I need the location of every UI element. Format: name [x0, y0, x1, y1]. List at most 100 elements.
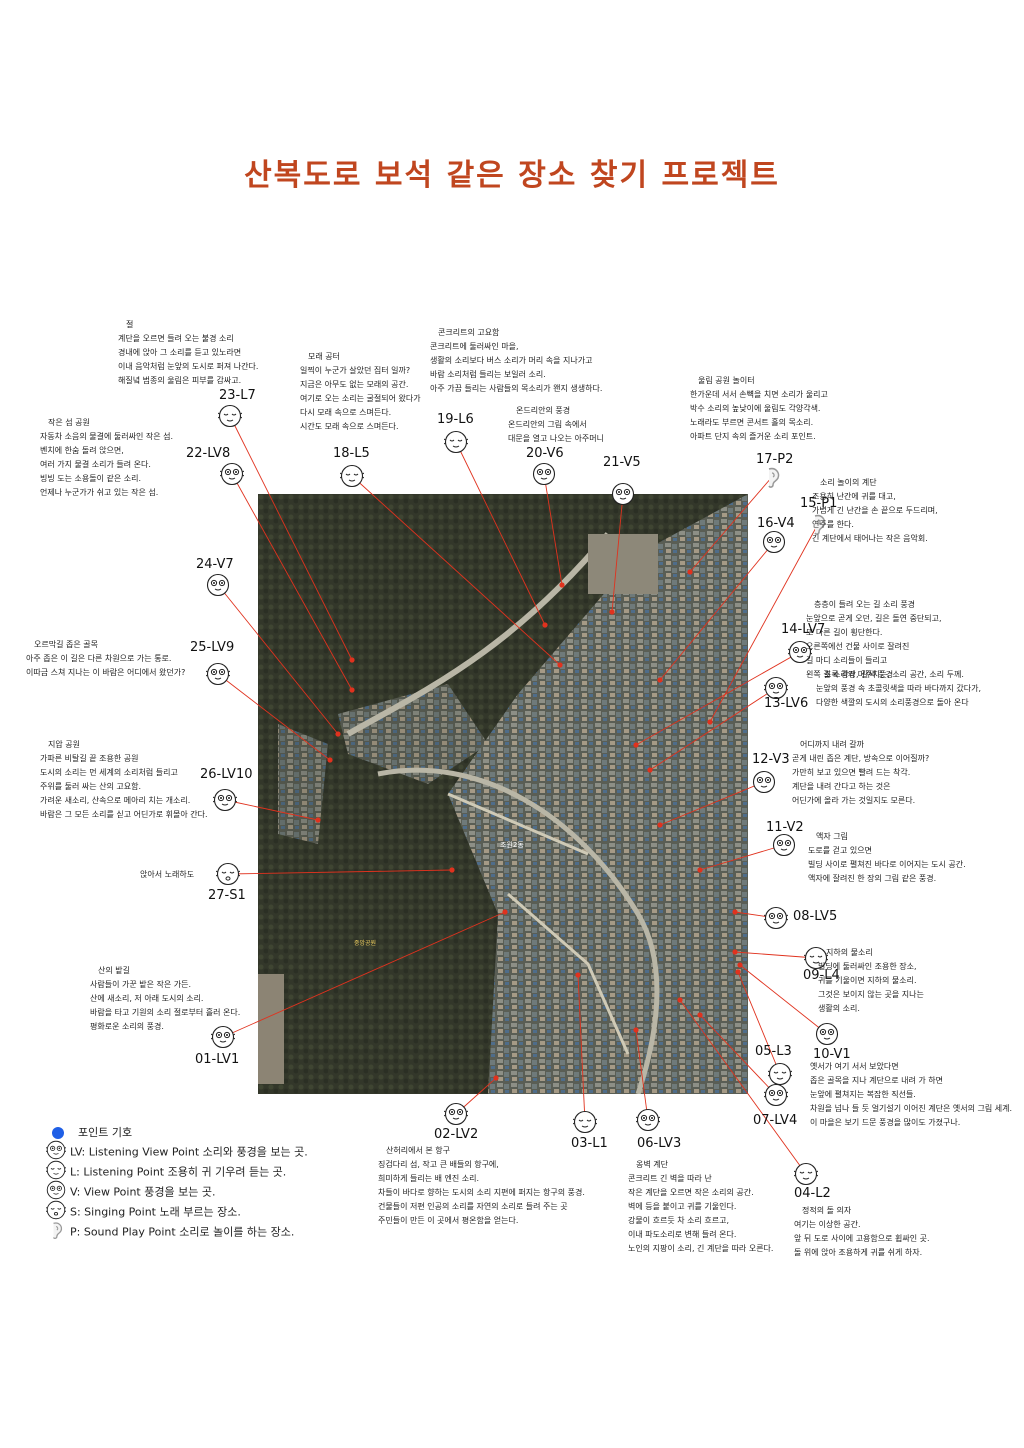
map-marker[interactable] [657, 677, 663, 683]
map-marker[interactable] [647, 767, 653, 773]
aerial-map[interactable]: 조원2동 중앙공원 [258, 494, 748, 1094]
map-marker[interactable] [542, 622, 548, 628]
listening-face-icon[interactable] [572, 1110, 598, 1134]
road [447, 792, 589, 856]
description-line: 바람을 타고 기원의 소리 절로부터 흘러 온다. [90, 1008, 241, 1017]
listening-view-face-icon[interactable] [212, 788, 238, 812]
leader-line [699, 1014, 777, 1096]
description-line: 조용히 난간에 귀를 대고, [812, 492, 896, 501]
point-label: 16-V4 [757, 516, 795, 531]
listening-view-face-icon[interactable] [443, 1102, 469, 1126]
description-line: 벤치에 한숨 돌려 앉으면, [40, 446, 124, 455]
listening-view-face-icon[interactable] [210, 1025, 236, 1049]
description-line: 콘크리트 긴 벽을 따라 난 [628, 1174, 712, 1183]
listening-view-face-icon[interactable] [219, 462, 245, 486]
map-marker[interactable] [677, 997, 683, 1003]
description-title: 모래 공터 [308, 352, 340, 361]
map-marker[interactable] [732, 909, 738, 915]
listening-face-icon[interactable] [793, 1162, 819, 1186]
listening-view-face-icon[interactable] [205, 662, 231, 686]
view-face-icon[interactable] [752, 770, 776, 794]
description-title: 절 [126, 320, 134, 329]
description-line: 계단을 내려 간다고 하는 것은 [792, 782, 891, 791]
description-line: 이내 음악처럼 눈앞의 도시로 퍼져 나간다. [118, 362, 259, 371]
map-marker[interactable] [732, 949, 738, 955]
description-line: 그것은 보이지 않는 곳을 지나는 [818, 990, 924, 999]
map-marker[interactable] [449, 867, 455, 873]
view-face-icon[interactable] [206, 573, 230, 597]
listening-view-face-icon[interactable] [763, 676, 789, 700]
leader-line [737, 971, 781, 1075]
map-marker[interactable] [315, 817, 321, 823]
map-marker[interactable] [502, 909, 508, 915]
leader-line [227, 869, 453, 875]
view-face-icon[interactable] [815, 1022, 839, 1046]
view-face-icon[interactable] [532, 462, 556, 486]
description-title: 산의 밭길 [98, 966, 130, 975]
ear-icon[interactable] [760, 465, 784, 489]
view-face-icon[interactable] [772, 833, 796, 857]
listening-face-icon[interactable] [443, 430, 469, 454]
point-label: 25-LV9 [190, 640, 235, 655]
description-line: 바람은 그 모든 소리를 싣고 어딘가로 휘몰아 간다. [40, 810, 208, 819]
leader-line [635, 651, 801, 746]
view-face-icon[interactable] [611, 482, 635, 506]
map-marker[interactable] [657, 822, 663, 828]
map-marker[interactable] [633, 742, 639, 748]
description-line: 생활의 소리보다 버스 소리가 머리 속을 지나가고 [430, 356, 593, 365]
map-marker[interactable] [707, 719, 713, 725]
ear-icon[interactable] [806, 512, 830, 536]
point-label: 08-LV5 [793, 909, 838, 924]
listening-view-face-icon[interactable] [787, 640, 813, 664]
listening-view-face-icon[interactable] [635, 1108, 661, 1132]
map-marker[interactable] [737, 962, 743, 968]
description-line: 빌딩 사이로 펼쳐진 바다로 이어지는 도시 공간. [808, 860, 966, 869]
map-marker[interactable] [327, 757, 333, 763]
listening-view-face-icon[interactable] [763, 1083, 789, 1107]
description-title: 액자 그림 [816, 832, 848, 841]
map-marker[interactable] [557, 662, 563, 668]
legend-item: S: Singing Point 노래 부르는 장소. [45, 1200, 241, 1223]
map-marker[interactable] [335, 731, 341, 737]
description-title: 층층이 들려 오는 길 소리 풍경 [814, 600, 916, 609]
map-marker[interactable] [575, 972, 581, 978]
description-title: 오르막길 좁은 골목 [34, 640, 98, 649]
description-line: 산에 새소리, 저 아래 도시의 소리. [90, 994, 204, 1003]
description-line: 도시의 소리는 먼 세계의 소리처럼 들리고 [40, 768, 178, 777]
singing-face-icon[interactable] [215, 862, 241, 886]
description-line: 건물들이 저편 인공의 소리를 자연의 소리로 들려 주는 곳 [378, 1202, 568, 1211]
map-marker[interactable] [493, 1075, 499, 1081]
map-marker[interactable] [633, 1027, 639, 1033]
description-line: 경내에 앉아 그 소리를 듣고 있노라면 [118, 348, 242, 357]
map-marker[interactable] [349, 687, 355, 693]
description-line: 평화로운 소리의 풍경. [90, 1022, 164, 1031]
view-face-icon[interactable] [762, 530, 786, 554]
map-marker[interactable] [697, 867, 703, 873]
map-marker[interactable] [735, 969, 741, 975]
leader-line [611, 493, 624, 613]
description-line: 빙빙 도는 소용돌이 같은 소리. [40, 474, 142, 483]
listening-face-icon[interactable] [767, 1062, 793, 1086]
description-title: 옹벽 계단 [636, 1160, 668, 1169]
description-line: 해질녘 범종의 울림은 피부를 감싸고. [118, 376, 242, 385]
description-line: 언제나 누군가가 쉬고 있는 작은 섬. [40, 488, 159, 497]
listening-face-icon[interactable] [339, 464, 365, 488]
listening-view-face-icon[interactable] [763, 906, 789, 930]
map-marker[interactable] [687, 569, 693, 575]
listening-face-icon[interactable] [217, 404, 243, 428]
leader-line [577, 974, 586, 1123]
listening-face-icon[interactable] [803, 946, 829, 970]
description-line: 가파른 비탈길 끝 조용한 공원 [40, 754, 139, 763]
map-marker[interactable] [559, 582, 565, 588]
description-line: 가만히 보고 있으면 빨려 드는 착각. [792, 768, 911, 777]
map-marker[interactable] [349, 657, 355, 663]
map-marker[interactable] [609, 609, 615, 615]
description-title: 정적의 돌 의자 [802, 1206, 852, 1215]
point-label: 07-LV4 [753, 1113, 798, 1128]
description-title: 어디까지 내려 갈까 [800, 740, 864, 749]
singing-face-icon [45, 1200, 67, 1223]
map-marker[interactable] [697, 1012, 703, 1018]
